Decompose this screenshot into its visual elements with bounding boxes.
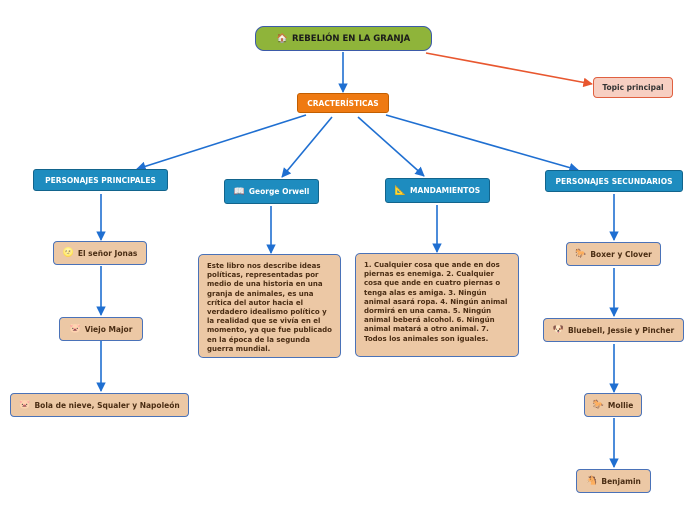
- viejo-major-node[interactable]: 🐷 Viejo Major: [59, 317, 143, 341]
- connector-root-topic: [425, 52, 593, 88]
- moon-face-icon: 🌝: [62, 248, 74, 258]
- caracteristicas-node[interactable]: CRACTERÍSTICAS: [297, 93, 389, 113]
- donkey-icon: 🐴: [586, 476, 598, 486]
- connector-to-secundarios: [385, 114, 579, 173]
- root-label: REBELIÓN EN LA GRANJA: [291, 33, 411, 44]
- george-orwell-description: Este libro nos describe ideas políticas,…: [198, 254, 341, 358]
- pig-icon: 🐷: [19, 400, 31, 410]
- bluebell-jessie-pincher-label: Bluebell, Jessie y Pincher: [567, 325, 675, 335]
- benjamin-node[interactable]: 🐴 Benjamin: [576, 469, 651, 493]
- benjamin-label: Benjamin: [601, 476, 641, 486]
- connector-to-mandamientos: [357, 116, 425, 177]
- senor-jonas-label: El señor Jonas: [77, 248, 138, 258]
- boxer-clover-label: Boxer y Clover: [590, 249, 652, 259]
- mandamientos-node[interactable]: 📐 MANDAMIENTOS: [385, 178, 490, 203]
- topic-principal-node[interactable]: Topic principal: [593, 77, 673, 98]
- personajes-secundarios-label: PERSONAJES SECUNDARIOS: [555, 176, 673, 186]
- personajes-secundarios-node[interactable]: PERSONAJES SECUNDARIOS: [545, 170, 683, 192]
- mollie-label: Mollie: [607, 400, 634, 410]
- house-icon: 🏠: [276, 33, 288, 44]
- personajes-principales-node[interactable]: PERSONAJES PRINCIPALES: [33, 169, 168, 191]
- bola-de-nieve-label: Bola de nieve, Squaler y Napoleón: [34, 400, 180, 410]
- dog-icon: 🐶: [552, 325, 564, 335]
- root-node[interactable]: 🏠 REBELIÓN EN LA GRANJA: [255, 26, 432, 51]
- connector-to-george: [281, 116, 333, 178]
- boxer-clover-node[interactable]: 🐎 Boxer y Clover: [566, 242, 661, 266]
- mandamientos-label: MANDAMIENTOS: [410, 186, 481, 195]
- george-orwell-node[interactable]: 📖 George Orwell: [224, 179, 319, 204]
- mandamientos-list: 1. Cualquier cosa que ande en dos pierna…: [355, 253, 519, 357]
- bluebell-jessie-pincher-node[interactable]: 🐶 Bluebell, Jessie y Pincher: [543, 318, 684, 342]
- pig-icon: 🐷: [69, 324, 81, 334]
- caracteristicas-label: CRACTERÍSTICAS: [307, 98, 379, 108]
- viejo-major-label: Viejo Major: [84, 324, 133, 334]
- book-icon: 📖: [233, 186, 245, 197]
- horse-icon: 🐎: [592, 400, 604, 410]
- connector-to-principales: [136, 114, 307, 171]
- topic-principal-label: Topic principal: [602, 83, 664, 92]
- george-orwell-label: George Orwell: [248, 187, 310, 196]
- horse-icon: 🐎: [575, 249, 587, 259]
- personajes-principales-label: PERSONAJES PRINCIPALES: [45, 175, 156, 185]
- triangle-ruler-icon: 📐: [394, 185, 407, 196]
- bola-de-nieve-node[interactable]: 🐷 Bola de nieve, Squaler y Napoleón: [10, 393, 189, 417]
- mollie-node[interactable]: 🐎 Mollie: [584, 393, 642, 417]
- senor-jonas-node[interactable]: 🌝 El señor Jonas: [53, 241, 147, 265]
